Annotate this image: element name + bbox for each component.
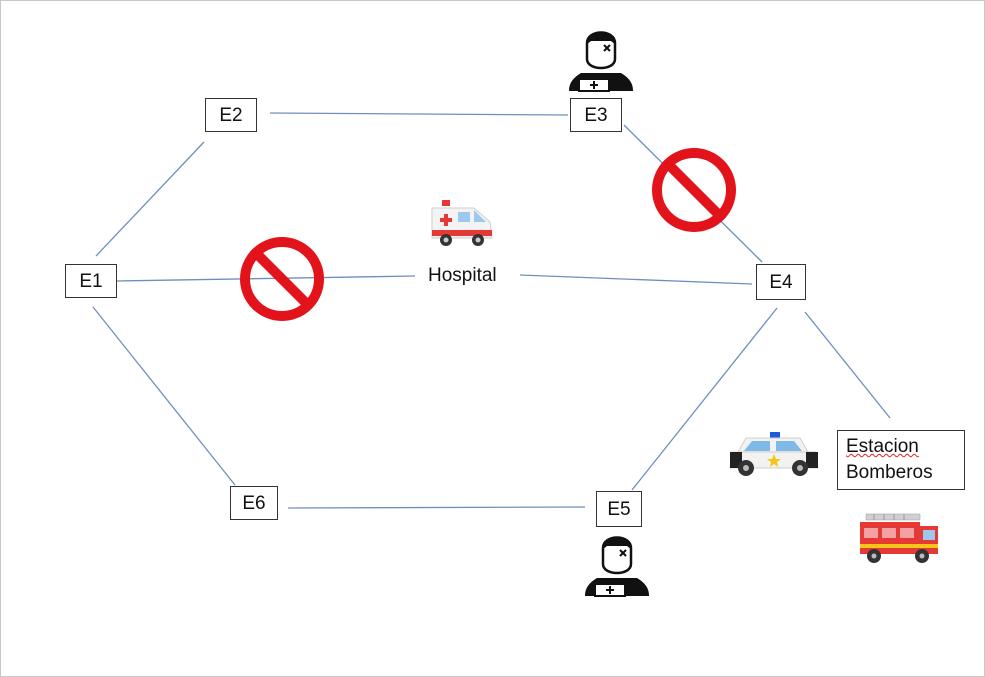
hospital-label: Hospital	[428, 265, 497, 286]
edge-e1-e6	[92, 306, 236, 486]
edge-e2-e3	[269, 112, 569, 116]
police-car-icon	[729, 432, 819, 476]
injured-person-icon	[569, 31, 633, 92]
edge-e5-e4	[631, 307, 778, 491]
injured-person-icon	[585, 536, 649, 597]
node-e5[interactable]: E5	[596, 491, 642, 527]
edge-e1-hospital	[116, 275, 416, 282]
node-e6[interactable]: E6	[230, 486, 278, 520]
node-e2[interactable]: E2	[205, 98, 257, 132]
node-e4[interactable]: E4	[756, 264, 806, 300]
fire-station-line1: Estacion	[846, 436, 919, 457]
edge-e6-e5	[287, 506, 586, 509]
ambulance-icon	[431, 200, 493, 246]
fire-station-box[interactable]: Estacion Bomberos	[837, 430, 965, 490]
edge-hospital-e4	[519, 274, 753, 285]
node-e3[interactable]: E3	[570, 98, 622, 132]
edge-e1-e2	[95, 141, 205, 257]
no-entry-icon	[652, 148, 736, 232]
no-entry-icon	[240, 237, 324, 321]
node-e1[interactable]: E1	[65, 264, 117, 298]
fire-station-line2: Bomberos	[846, 462, 933, 483]
fire-truck-icon	[860, 513, 938, 563]
edge-e4-station	[804, 311, 891, 419]
